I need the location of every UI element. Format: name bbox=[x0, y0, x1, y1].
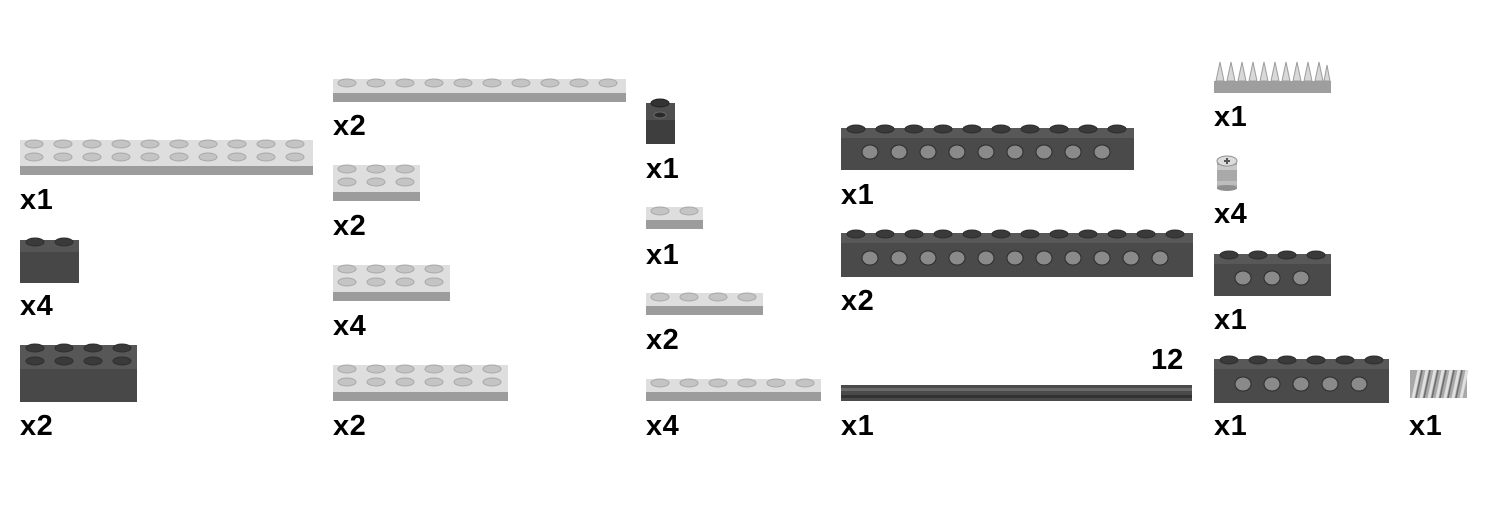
technic-brick-1x12-graphic bbox=[841, 229, 1193, 277]
plate-2x10 bbox=[20, 136, 314, 176]
plate-1x2 bbox=[646, 203, 704, 231]
plate-1x6 bbox=[646, 375, 822, 403]
brick-1x1-graphic bbox=[646, 98, 675, 144]
qty-label: x1 bbox=[1214, 101, 1248, 133]
qty-label: x1 bbox=[1214, 410, 1248, 442]
plate-2x3-graphic bbox=[333, 164, 420, 201]
plate-1x6-graphic bbox=[646, 378, 821, 401]
qty-label: x1 bbox=[646, 239, 680, 271]
qty-label: x2 bbox=[333, 210, 367, 242]
technic-axle-12 bbox=[841, 384, 1193, 402]
qty-label: x4 bbox=[333, 310, 367, 342]
qty-label: x2 bbox=[333, 110, 367, 142]
gear-rack-1x10 bbox=[1214, 59, 1332, 95]
bush-graphic bbox=[1216, 155, 1238, 191]
qty-label: x1 bbox=[646, 153, 680, 185]
qty-label: x2 bbox=[333, 410, 367, 442]
plate-2x4-graphic bbox=[333, 264, 450, 301]
brick-2x4 bbox=[20, 341, 138, 403]
technic-axle-12-graphic bbox=[841, 385, 1192, 401]
technic-brick-1x4-graphic bbox=[1214, 250, 1331, 296]
qty-label: x4 bbox=[646, 410, 680, 442]
technic-brick-1x6-graphic bbox=[1214, 355, 1389, 403]
axle-length-label: 12 bbox=[1151, 344, 1184, 376]
technic-brick-1x10-graphic bbox=[841, 124, 1134, 170]
worm-gear bbox=[1409, 364, 1469, 404]
technic-brick-1x12 bbox=[841, 228, 1194, 278]
qty-label: x1 bbox=[20, 184, 54, 216]
qty-label: x1 bbox=[1409, 410, 1443, 442]
qty-label: x2 bbox=[841, 285, 875, 317]
technic-brick-1x6 bbox=[1214, 354, 1390, 404]
plate-2x10-graphic bbox=[20, 139, 313, 175]
technic-brick-1x10 bbox=[841, 123, 1135, 171]
brick-1x2-graphic bbox=[20, 237, 79, 283]
worm-gear-graphic bbox=[1410, 369, 1469, 399]
qty-label: x4 bbox=[1214, 198, 1248, 230]
brick-1x2 bbox=[20, 235, 80, 283]
plate-1x2-graphic bbox=[646, 206, 703, 229]
qty-label: x2 bbox=[646, 324, 680, 356]
plate-2x6 bbox=[333, 361, 509, 403]
qty-label: x4 bbox=[20, 290, 54, 322]
plate-1x10 bbox=[333, 75, 627, 103]
plate-2x6-graphic bbox=[333, 364, 508, 401]
technic-brick-1x4 bbox=[1214, 249, 1332, 297]
qty-label: x2 bbox=[20, 410, 54, 442]
qty-label: x1 bbox=[841, 179, 875, 211]
qty-label: x1 bbox=[1214, 304, 1248, 336]
plate-2x3 bbox=[333, 161, 421, 203]
qty-label: x1 bbox=[841, 410, 875, 442]
axle-connector-bush bbox=[1214, 153, 1240, 191]
plate-2x4 bbox=[333, 261, 451, 303]
gear-rack-graphic bbox=[1214, 61, 1331, 93]
plate-1x4-graphic bbox=[646, 292, 763, 315]
brick-1x1-round-stud bbox=[646, 97, 676, 145]
plate-1x4 bbox=[646, 289, 764, 317]
plate-1x10-graphic bbox=[333, 78, 626, 102]
brick-2x4-graphic bbox=[20, 343, 137, 402]
